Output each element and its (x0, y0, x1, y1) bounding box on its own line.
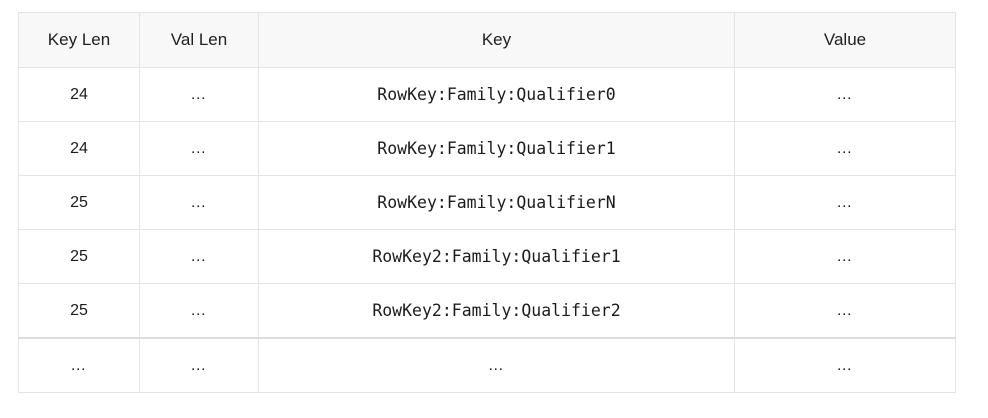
cell-key-len: 24 (18, 67, 140, 122)
table-row: ………… (18, 337, 956, 393)
table-header: Key Len Val Len Key Value (18, 12, 956, 68)
column-header-key-len[interactable]: Key Len (18, 12, 140, 68)
column-header-key[interactable]: Key (258, 12, 735, 68)
table-row: 25…RowKey:Family:QualifierN… (18, 175, 956, 230)
cell-key: RowKey2:Family:Qualifier2 (258, 283, 735, 339)
cell-val-len: … (139, 229, 259, 284)
cell-key-len: 25 (18, 175, 140, 230)
table-body: 24…RowKey:Family:Qualifier0…24…RowKey:Fa… (18, 67, 956, 393)
table-row: 25…RowKey2:Family:Qualifier1… (18, 229, 956, 284)
cell-key: … (258, 337, 735, 393)
cell-val-len: … (139, 121, 259, 176)
cell-value: … (734, 283, 956, 339)
table-row: 24…RowKey:Family:Qualifier1… (18, 121, 956, 176)
cell-value: … (734, 121, 956, 176)
table-header-row: Key Len Val Len Key Value (18, 12, 956, 68)
cell-value: … (734, 229, 956, 284)
cell-key: RowKey:Family:QualifierN (258, 175, 735, 230)
cell-key: RowKey:Family:Qualifier0 (258, 67, 735, 122)
cell-value: … (734, 67, 956, 122)
cell-key: RowKey:Family:Qualifier1 (258, 121, 735, 176)
cell-key: RowKey2:Family:Qualifier1 (258, 229, 735, 284)
cell-key-len: … (18, 337, 140, 393)
table-row: 24…RowKey:Family:Qualifier0… (18, 67, 956, 122)
column-header-val-len[interactable]: Val Len (139, 12, 259, 68)
column-header-value[interactable]: Value (734, 12, 956, 68)
cell-value: … (734, 175, 956, 230)
cell-key-len: 24 (18, 121, 140, 176)
cell-key-len: 25 (18, 229, 140, 284)
cell-value: … (734, 337, 956, 393)
key-value-table-container: Key Len Val Len Key Value 24…RowKey:Fami… (18, 12, 956, 393)
cell-val-len: … (139, 175, 259, 230)
cell-val-len: … (139, 337, 259, 393)
key-value-table: Key Len Val Len Key Value 24…RowKey:Fami… (18, 12, 956, 393)
cell-val-len: … (139, 283, 259, 339)
table-row: 25…RowKey2:Family:Qualifier2… (18, 283, 956, 339)
cell-key-len: 25 (18, 283, 140, 339)
cell-val-len: … (139, 67, 259, 122)
